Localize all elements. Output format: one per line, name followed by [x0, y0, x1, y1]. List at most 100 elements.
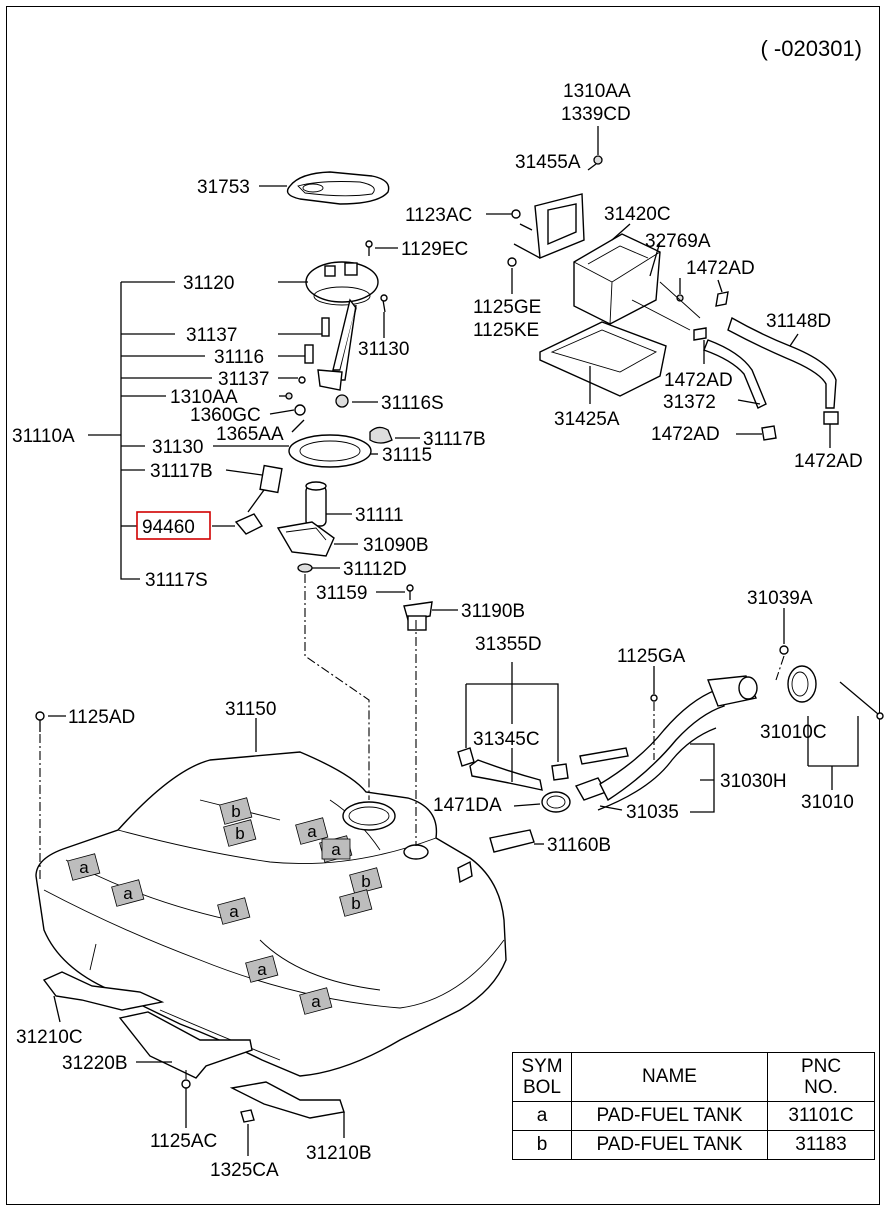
pad-letter: a	[123, 884, 133, 903]
pad-marker-a: a	[67, 853, 101, 881]
label-31220B: 31220B	[62, 1053, 128, 1074]
clip-31137	[298, 376, 306, 384]
nut-1325CA	[240, 1109, 255, 1123]
bracket-31220B	[118, 1011, 253, 1079]
label-31116S: 31116S	[381, 393, 444, 414]
clamp-1472AD-d	[761, 425, 777, 441]
label-1360GC: 1360GC	[190, 405, 261, 426]
label-31112D: 31112D	[343, 559, 407, 580]
label-31030H: 31030H	[720, 771, 787, 792]
label-31117B-a: 31117B	[150, 461, 213, 482]
legend-row: a PAD-FUEL TANK 31101C	[512, 1101, 875, 1131]
label-31137-b: 31137	[218, 369, 269, 390]
label-31753: 31753	[197, 177, 250, 198]
label-1123AC: 1123AC	[405, 205, 472, 226]
label-31035: 31035	[626, 802, 679, 823]
legend-header-pnc: PNC NO.	[767, 1052, 875, 1102]
pad-marker-a: a	[321, 838, 351, 860]
pad-letter: a	[331, 840, 341, 859]
legend-name: PAD-FUEL TANK	[571, 1101, 768, 1131]
pad-marker-a: a	[217, 897, 251, 925]
label-1472AD-a: 1472AD	[686, 258, 755, 279]
sender-94460	[234, 464, 283, 535]
clamp-1472AD-c	[693, 327, 707, 341]
label-1471DA: 1471DA	[433, 795, 502, 816]
version-code: ( -020301)	[760, 36, 862, 61]
hose-31160B	[489, 829, 535, 853]
label-31120: 31120	[183, 273, 234, 294]
strap-31010	[839, 681, 879, 715]
label-31039A: 31039A	[747, 588, 813, 609]
screw-1125AD	[35, 711, 45, 732]
clamp-1472AD-b	[715, 291, 729, 307]
label-31455A: 31455A	[515, 152, 581, 173]
label-31150: 31150	[225, 699, 276, 720]
label-31345C: 31345C	[473, 729, 540, 750]
label-31190B: 31190B	[461, 601, 525, 622]
rod-31130-top	[380, 294, 388, 313]
nut-1360GC	[294, 404, 306, 416]
highlight-box-94460	[136, 511, 211, 540]
legend-header-row: SYM BOL NAME PNC NO.	[512, 1052, 875, 1102]
bolt-1310AA	[285, 392, 293, 400]
label-1472AD-c: 1472AD	[651, 424, 720, 445]
pad-letter: b	[351, 894, 360, 913]
label-1125KE: 1125KE	[473, 320, 539, 341]
fuel-pump-module-31120	[305, 261, 379, 391]
label-1365AA: 1365AA	[216, 424, 284, 445]
bolt-1125GE	[507, 257, 517, 267]
legend-pnc: 31183	[767, 1130, 875, 1160]
label-31159: 31159	[316, 583, 367, 604]
bolt-1123AC	[511, 209, 521, 219]
label-1339CD: 1339CD	[561, 104, 631, 125]
label-1325CA: 1325CA	[210, 1160, 279, 1181]
legend-name: PAD-FUEL TANK	[571, 1130, 768, 1160]
label-31210B: 31210B	[306, 1143, 372, 1164]
label-1129EC: 1129EC	[401, 239, 468, 260]
label-31117B-b: 31117B	[423, 429, 486, 450]
clamp-31355D-b	[551, 763, 569, 781]
label-31210C: 31210C	[16, 1027, 83, 1048]
label-31115: 31115	[382, 445, 432, 466]
valve-31190B	[403, 601, 433, 631]
screw-1129EC	[365, 240, 373, 256]
bolt-1310AA-top	[593, 155, 603, 165]
label-1472AD-d: 1472AD	[794, 451, 863, 472]
label-31090B: 31090B	[363, 535, 429, 556]
bracket-31210C	[42, 971, 165, 1011]
label-31110A: 31110A	[12, 426, 75, 447]
label-1472AD-b: 1472AD	[664, 370, 733, 391]
clamp-1472AD-a	[676, 294, 684, 302]
label-31116: 31116	[214, 347, 264, 368]
gasket-31753	[286, 171, 390, 205]
tray-31425A	[539, 321, 667, 397]
label-31111: 31111	[355, 505, 404, 526]
pad-marker-b: b	[223, 819, 257, 847]
ring-1471DA	[541, 791, 571, 813]
label-31160B: 31160B	[547, 835, 611, 856]
pad-marker-b: b	[219, 797, 253, 825]
pad-marker-a: a	[111, 879, 145, 907]
fuel-cap-31010C	[787, 665, 817, 703]
clamp-31355D-a	[457, 747, 475, 767]
label-31117S: 31117S	[145, 570, 208, 591]
label-1125AD: 1125AD	[68, 707, 135, 728]
connector-31137	[321, 317, 330, 337]
pad-letter: a	[307, 822, 317, 841]
pad-letter: b	[235, 824, 244, 843]
legend-pnc: 31101C	[767, 1101, 875, 1131]
label-31130-a: 31130	[152, 437, 203, 458]
label-1125GE: 1125GE	[473, 297, 541, 318]
gasket-ring-31115	[288, 434, 372, 468]
pad-letter: a	[79, 858, 89, 877]
pad-letter: a	[257, 960, 267, 979]
bolt-1125AC	[181, 1079, 191, 1104]
pad-marker-b: b	[349, 867, 383, 895]
legend-header-name: NAME	[571, 1052, 768, 1102]
label-1310AA-a: 1310AA	[170, 387, 238, 408]
tank-pads: bbaaaabbaaaa	[67, 797, 383, 1015]
legend-symbol: a	[512, 1101, 572, 1131]
label-1310AA-b: 1310AA	[563, 81, 631, 102]
label-31355D: 31355D	[475, 634, 542, 655]
